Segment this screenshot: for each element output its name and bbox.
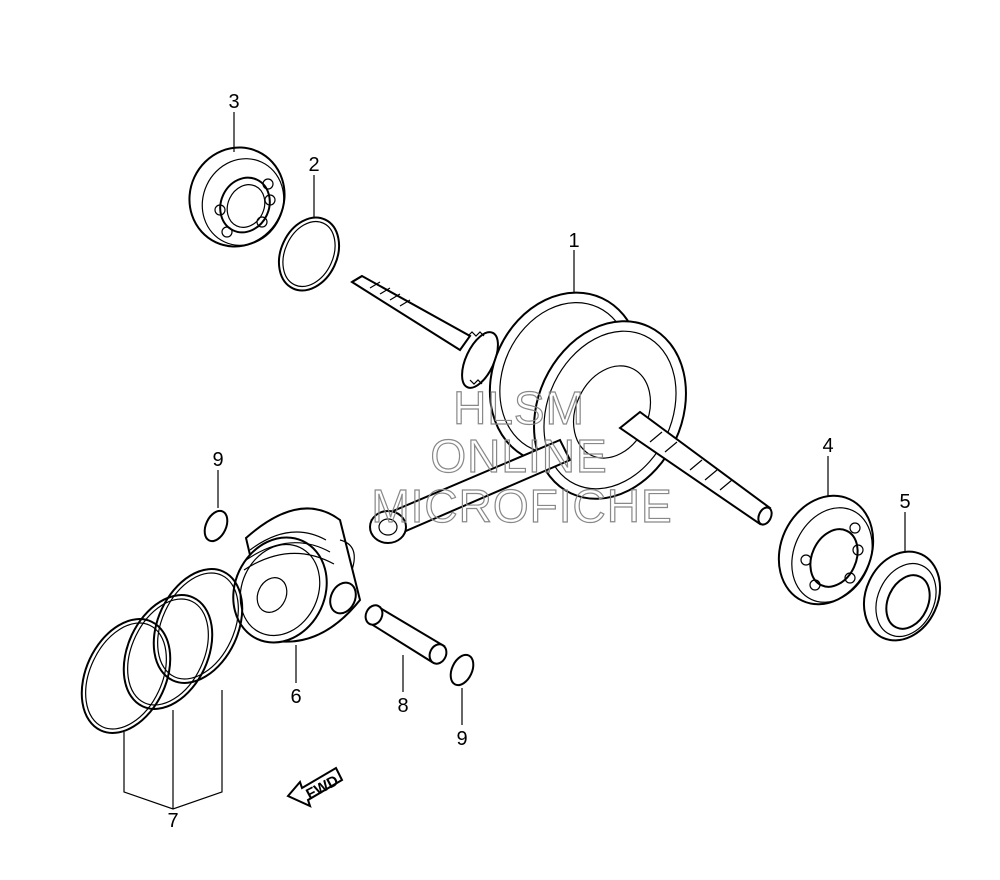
bearing-part-4: [777, 494, 875, 606]
piston-pin-part-8: [364, 604, 448, 665]
leader-line-7: [123, 690, 223, 810]
piston-part-6: [232, 507, 362, 644]
callout-6: 6: [290, 686, 301, 708]
watermark-line-2: ONLINE: [430, 430, 607, 482]
bearing-part-3: [188, 146, 286, 248]
callout-8: 8: [397, 695, 408, 717]
callout-5: 5: [899, 491, 910, 513]
callout-3: 3: [228, 91, 239, 113]
crankshaft-part-1: [350, 274, 773, 544]
watermark-line-3: MICROFICHE: [371, 480, 672, 532]
callout-7: 7: [167, 810, 178, 832]
forward-direction-arrow: FWD: [286, 766, 344, 808]
piston-pin-clip-part-9-lower: [449, 653, 475, 687]
watermark: HLSM ONLINE MICROFICHE: [371, 381, 673, 532]
callout-9-upper: 9: [212, 449, 223, 471]
circlip-part-2: [277, 216, 341, 292]
callout-9-lower: 9: [456, 728, 467, 750]
piston-pin-clip-part-9-upper: [203, 509, 229, 543]
piston-rings-part-7: [80, 568, 244, 734]
oil-seal-part-5: [863, 550, 941, 642]
callout-4: 4: [822, 435, 833, 457]
callout-2: 2: [308, 154, 319, 176]
callout-1: 1: [568, 230, 579, 252]
watermark-line-1: HLSM: [453, 382, 585, 434]
